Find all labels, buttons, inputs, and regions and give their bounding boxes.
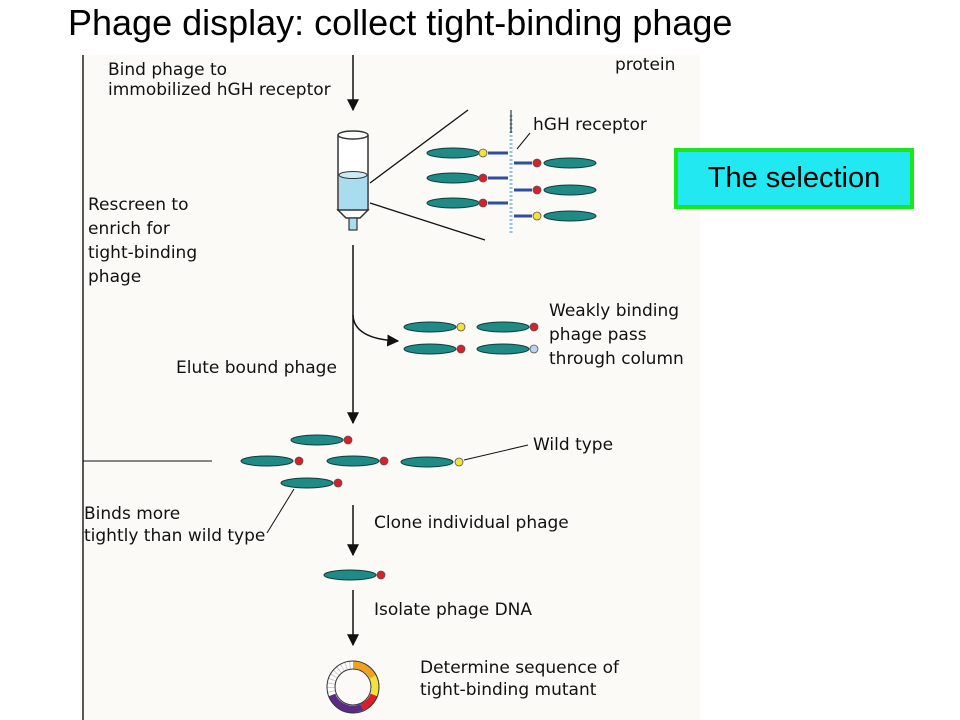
- eluted-phage-2: [240, 455, 304, 467]
- cloned-phage: [323, 569, 386, 581]
- phage-display-figure: protein Bind phage to immobilized hGH re…: [80, 55, 700, 720]
- label-protein: protein: [615, 55, 676, 75]
- label-clone: Clone individual phage: [374, 513, 569, 533]
- bound-phage-left-2: [426, 172, 508, 184]
- bound-phage-right-1: [514, 157, 597, 169]
- eluted-phage-wild-type: [400, 456, 464, 468]
- label-bind-phage: Bind phage to immobilized hGH receptor: [108, 60, 331, 100]
- weak-phage-1: [403, 321, 466, 333]
- selection-callout: The selection: [674, 148, 914, 209]
- arrow-weak-pass: [352, 314, 400, 347]
- bound-phage-left-1: [426, 147, 508, 159]
- zoom-line-bottom: [369, 202, 486, 241]
- label-wild-type: Wild type: [533, 435, 614, 455]
- label-isolate: Isolate phage DNA: [374, 600, 533, 620]
- bound-phage-right-3: [514, 210, 597, 222]
- bound-phage-left-3: [426, 197, 508, 209]
- binds-tighter-leader: [266, 488, 295, 534]
- receptor-pointer: [516, 132, 531, 150]
- label-determine-sequence: Determine sequence of tight-binding muta…: [420, 658, 619, 700]
- eluted-phage-4: [280, 477, 343, 489]
- phage-display-diagram: [82, 55, 597, 720]
- label-hgh-receptor: hGH receptor: [533, 115, 647, 135]
- zoom-line-top: [369, 109, 469, 184]
- weak-phage-2: [476, 321, 539, 333]
- wild-type-leader: [463, 444, 529, 461]
- phage-dna-plasmid: [326, 660, 380, 714]
- eluted-phage-1: [290, 434, 353, 446]
- bound-phage-right-2: [514, 184, 597, 196]
- label-elute: Elute bound phage: [176, 358, 337, 378]
- label-weakly-binding: Weakly binding phage pass through column: [549, 301, 684, 369]
- label-binds-more-tightly: Binds more tightly than wild type: [84, 504, 266, 546]
- label-rescreen: Rescreen to enrich for tight-binding pha…: [88, 195, 198, 287]
- affinity-column: [336, 130, 370, 231]
- slide-title: Phage display: collect tight-binding pha…: [68, 2, 733, 43]
- weak-phage-4: [476, 343, 539, 355]
- eluted-phage-3: [326, 455, 389, 467]
- weak-phage-3: [403, 343, 466, 355]
